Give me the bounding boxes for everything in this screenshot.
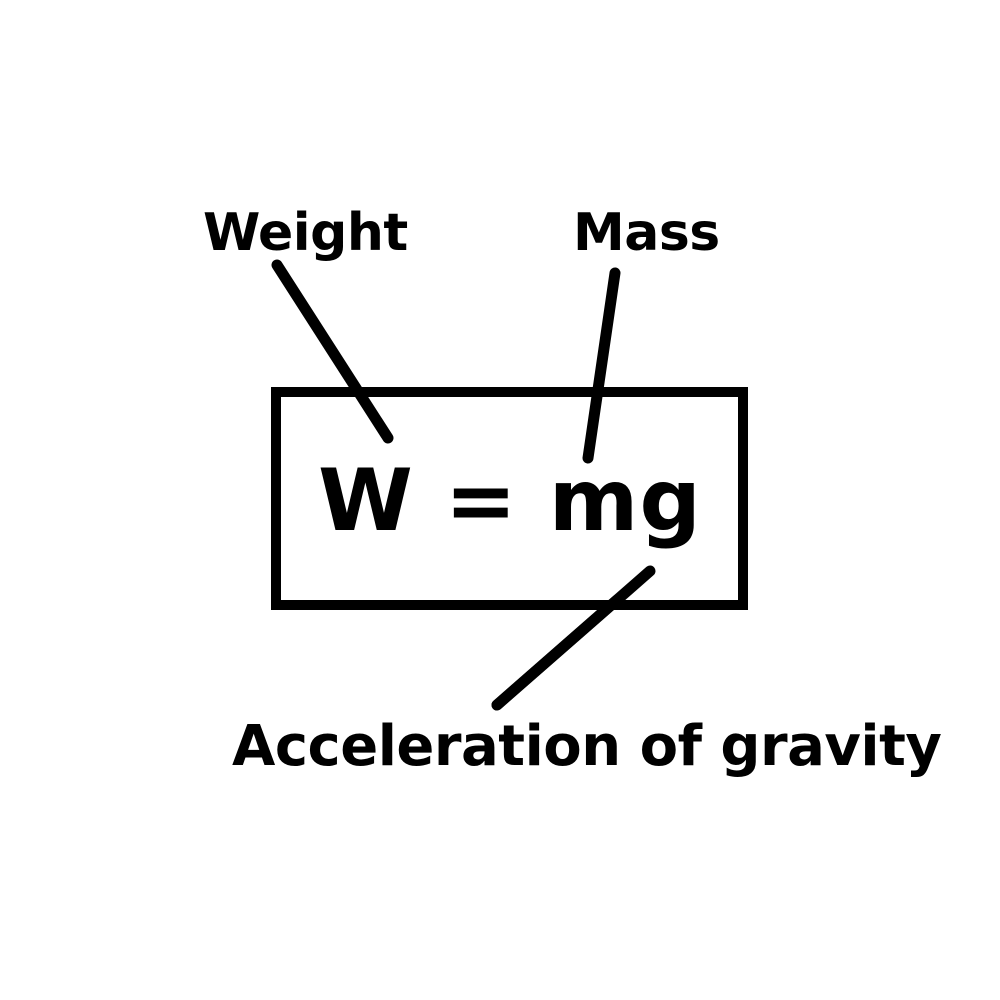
label-mass: Mass <box>573 203 720 263</box>
acceleration-of-gravity-leader-line-overlap <box>491 594 623 711</box>
label-acceleration-of-gravity: Acceleration of gravity <box>232 714 941 779</box>
mass-leader-line <box>582 267 621 464</box>
formula-label: W = mg <box>318 451 702 551</box>
weight-leader-line <box>271 259 394 444</box>
label-weight: Weight <box>203 203 408 263</box>
formula-box <box>271 387 748 610</box>
